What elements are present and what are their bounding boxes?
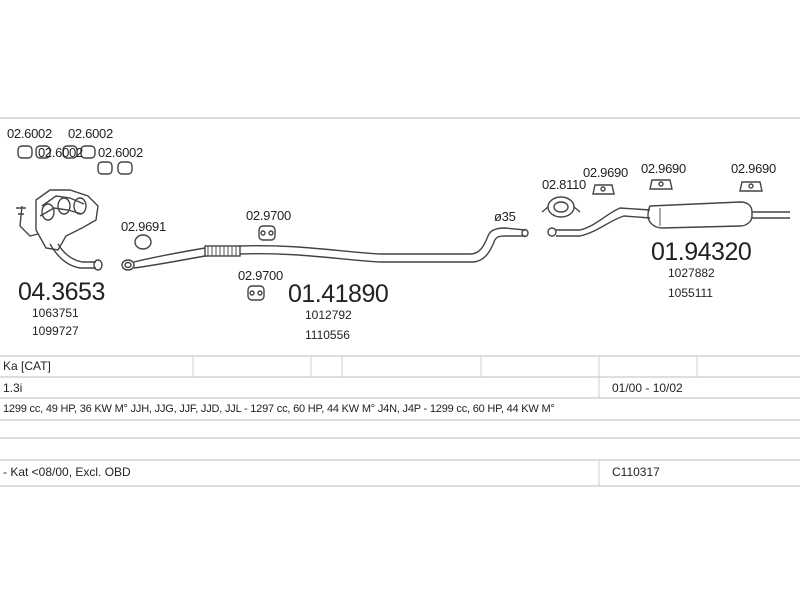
rear-ref-1: 1027882	[668, 266, 715, 280]
table-engine: 1.3i	[3, 381, 23, 395]
part-label-rear-mount: 02.9690	[583, 165, 628, 180]
part-label-gasket: 02.6002	[68, 126, 113, 141]
middle-pipe-icon	[121, 227, 529, 271]
part-label-gasket: 02.6002	[98, 145, 143, 160]
part-label-rear-mount: 02.9690	[641, 161, 686, 176]
part-label-ring: 02.9691	[121, 219, 166, 234]
table-notes: - Kat <08/00, Excl. OBD	[3, 465, 131, 479]
part-label-mount: 02.9700	[246, 208, 291, 223]
part-label-mount: 02.9700	[238, 268, 283, 283]
rear-mount-icon	[592, 179, 763, 195]
middle-ref-2: 1110556	[305, 328, 350, 342]
rear-ref-2: 1055111	[668, 286, 713, 300]
part-label-gasket: 02.6002	[38, 145, 83, 160]
front-ref-2: 1099727	[32, 324, 79, 338]
rubber-mount-icon	[247, 225, 276, 301]
rear-silencer-icon	[547, 201, 790, 237]
clamp-icon	[541, 196, 581, 218]
flange-gasket-icon	[17, 145, 133, 175]
part-label-clamp: 02.8110	[542, 177, 586, 192]
table-model: Ka [CAT]	[3, 359, 51, 373]
middle-ref-1: 1012792	[305, 308, 352, 322]
manifold-catalyst-icon	[16, 189, 103, 271]
rear-part-number: 01.94320	[651, 238, 752, 266]
table-code: C110317	[612, 465, 660, 479]
front-part-number: 04.3653	[18, 278, 105, 306]
table-specs: 1299 cc, 49 HP, 36 KW M° JJH, JJG, JJF, …	[3, 403, 555, 415]
front-ref-1: 1063751	[32, 306, 79, 320]
table-dates: 01/00 - 10/02	[612, 381, 683, 395]
pipe-diameter-label: ø35	[494, 209, 516, 224]
part-label-gasket: 02.6002	[7, 126, 52, 141]
part-label-rear-mount: 02.9690	[731, 161, 776, 176]
ring-gasket-icon	[134, 234, 152, 250]
middle-part-number: 01.41890	[288, 280, 389, 308]
